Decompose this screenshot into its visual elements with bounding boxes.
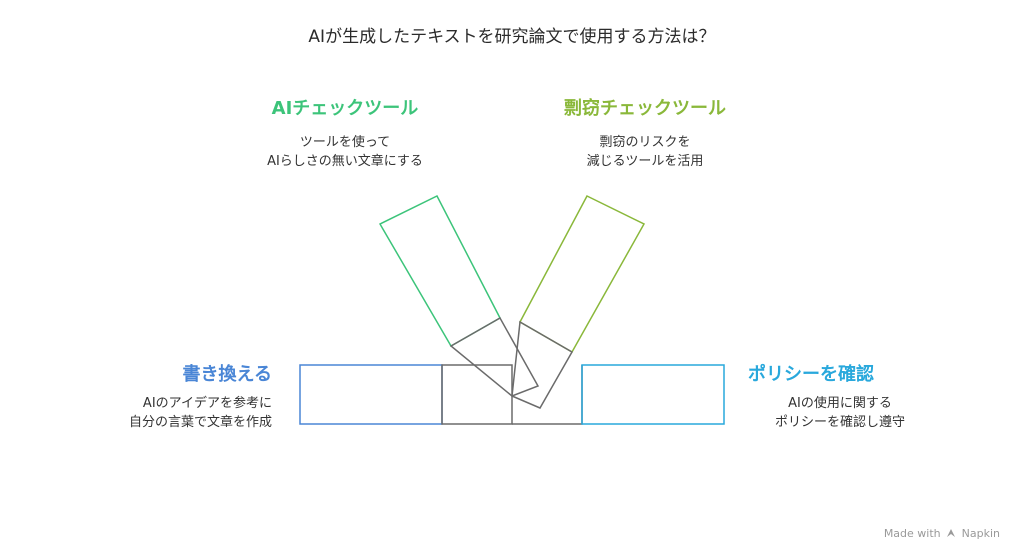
plagiarism-arm <box>518 195 646 354</box>
rewrite-description: AIのアイデアを参考に 自分の言葉で文章を作成 <box>40 394 272 432</box>
rewrite-desc-line-2: 自分の言葉で文章を作成 <box>128 415 272 430</box>
plagiarism-check-title: 剽窃チェックツール <box>564 98 726 119</box>
ai-check-arm <box>378 195 501 348</box>
plagiarism-connector <box>511 320 574 409</box>
plagiarism-desc-line-2: 減じるツールを活用 <box>586 154 704 169</box>
plagiarism-desc-line-1: 剽窃のリスクを <box>599 135 691 150</box>
policy-bar <box>581 364 725 425</box>
ai-check-desc-line-1: ツールを使って <box>299 135 391 150</box>
napkin-brand: Napkin <box>961 527 1000 540</box>
made-with-label: Made with <box>883 527 941 540</box>
napkin-logo-icon <box>947 529 956 537</box>
policy-description: AIの使用に関する ポリシーを確認し遵守 <box>735 394 945 432</box>
policy-desc-line-2: ポリシーを確認し遵守 <box>774 415 905 430</box>
policy-title: ポリシーを確認 <box>748 364 874 385</box>
ai-check-connector <box>449 316 540 397</box>
plagiarism-check-description: 剽窃のリスクを 減じるツールを活用 <box>520 133 770 171</box>
ai-check-title: AIチェックツール <box>271 98 419 119</box>
ai-check-description: ツールを使って AIらしさの無い文章にする <box>235 133 455 171</box>
rewrite-bar <box>299 364 443 425</box>
page-title: AIが生成したテキストを研究論文で使用する方法は？ <box>308 27 716 47</box>
rewrite-title: 書き換える <box>182 364 272 385</box>
ai-check-desc-line-2: AIらしさの無い文章にする <box>267 154 423 169</box>
rewrite-connector <box>441 364 513 425</box>
rewrite-desc-line-1: AIのアイデアを参考に <box>142 396 272 411</box>
made-with-napkin[interactable]: Made with Napkin <box>884 527 1000 540</box>
policy-desc-line-1: AIの使用に関する <box>788 396 892 411</box>
